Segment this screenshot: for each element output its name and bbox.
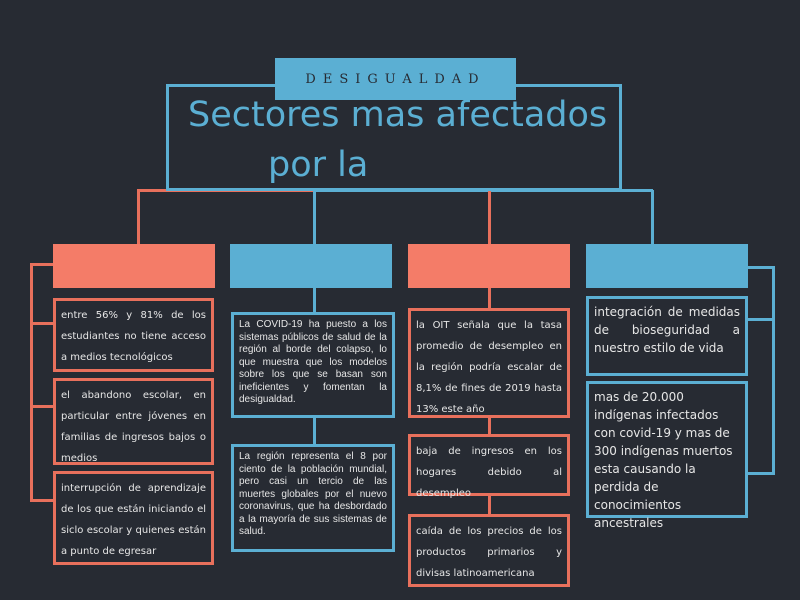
- card-text: caída de los precios de los productos pr…: [416, 526, 562, 579]
- page-title-line2: por la: [268, 145, 369, 185]
- card-col1-3: interrupción de aprendizaje de los que e…: [53, 471, 214, 565]
- drop-col2: [313, 190, 316, 245]
- card-col1-1: entre 56% y 81% de los estudiantes no ti…: [53, 298, 214, 372]
- col4-bracket: [772, 266, 775, 475]
- col1-bracket: [30, 263, 33, 502]
- header-block-col4: [586, 244, 748, 288]
- card-text: baja de ingresos en los hogares debido a…: [416, 446, 562, 499]
- card-col4-1: integración de medidas de bioseguridad a…: [586, 296, 748, 376]
- header-block-col3: [408, 244, 570, 288]
- card-col2-2: La región representa el 8 por ciento de …: [231, 444, 395, 552]
- header-block-col1: [53, 244, 215, 288]
- drop-col1: [137, 190, 140, 245]
- card-text: mas de 20.000 indígenas infectados con c…: [594, 390, 733, 530]
- page-title-line1: Sectores mas afectados: [188, 95, 608, 135]
- card-col3-2: baja de ingresos en los hogares debido a…: [408, 434, 570, 499]
- card-text: entre 56% y 81% de los estudiantes no ti…: [61, 310, 206, 363]
- header-block-col2: [230, 244, 392, 288]
- title-banner: DESIGUALDAD: [275, 58, 516, 100]
- drop-col4: [651, 190, 654, 245]
- card-col4-2: mas de 20.000 indígenas infectados con c…: [586, 381, 748, 530]
- card-col3-3: caída de los precios de los productos pr…: [408, 514, 570, 587]
- card-text: La COVID-19 ha puesto a los sistemas púb…: [239, 319, 387, 405]
- drop-col3: [488, 190, 491, 245]
- card-col3-1: la OIT señala que la tasa promedio de de…: [408, 308, 570, 418]
- card-text: interrupción de aprendizaje de los que e…: [61, 483, 206, 557]
- card-text: integración de medidas de bioseguridad a…: [594, 305, 740, 355]
- card-text: el abandono escolar, en particular entre…: [61, 390, 206, 464]
- card-text: La región representa el 8 por ciento de …: [239, 451, 387, 537]
- card-col2-1: La COVID-19 ha puesto a los sistemas púb…: [231, 312, 395, 418]
- card-col1-2: el abandono escolar, en particular entre…: [53, 378, 214, 465]
- card-text: la OIT señala que la tasa promedio de de…: [416, 320, 562, 415]
